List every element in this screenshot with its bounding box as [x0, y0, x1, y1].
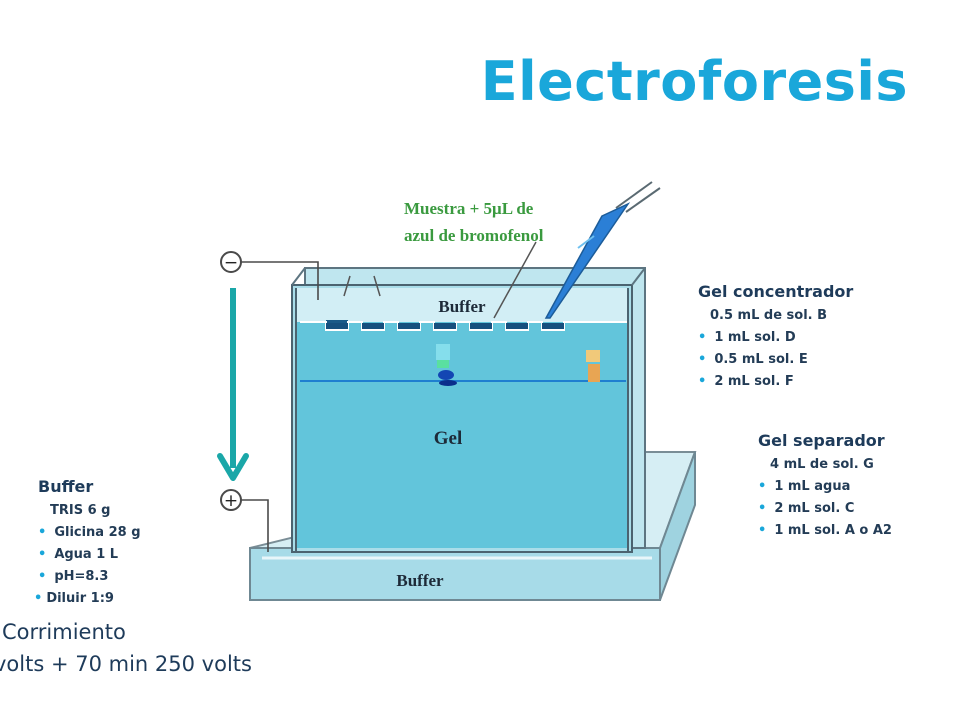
list-item: •2 mL sol. F	[698, 374, 794, 389]
bullet-icon: •	[38, 547, 47, 562]
list-item: •2 mL sol. C	[758, 501, 855, 516]
bullet-icon: •	[758, 479, 767, 494]
bullet-icon: •	[698, 374, 707, 389]
buffer-bottom-label: Buffer	[396, 571, 444, 590]
sample-bands	[436, 344, 600, 386]
bullet-icon: •	[38, 525, 47, 540]
sample-label-line1: Muestra + 5μL de	[404, 199, 534, 218]
gel-label: Gel	[434, 428, 463, 449]
list-item: 0.5 mL de sol. B	[710, 308, 828, 323]
buffer-recipe-list: TRIS 6 g •Glicina 28 g •Agua 1 L •pH=8.3…	[34, 500, 141, 610]
gel-concentrador-title: Gel concentrador	[698, 282, 854, 301]
page-title: Electroforesis	[480, 50, 908, 113]
bullet-icon: •	[758, 501, 767, 516]
pipette-icon	[544, 181, 661, 319]
negative-electrode-symbol: −	[224, 253, 238, 273]
gel-tank	[291, 267, 646, 553]
bullet-icon: •	[758, 523, 767, 538]
bullet-icon: •	[698, 352, 707, 367]
positive-electrode	[220, 489, 242, 511]
corrimiento-line1: Corrimiento	[2, 620, 126, 644]
sample-leader-line	[493, 241, 537, 319]
negative-electrode	[220, 251, 242, 273]
bullet-icon: •	[698, 330, 707, 345]
gel-body	[296, 322, 628, 548]
gel-separador-list: 4 mL de sol. G •1 mL agua •2 mL sol. C •…	[758, 454, 892, 542]
list-item: •pH=8.3	[38, 569, 109, 584]
buffer-recipe-block: Buffer TRIS 6 g •Glicina 28 g •Agua 1 L …	[34, 477, 141, 610]
positive-electrode-symbol: +	[224, 491, 238, 511]
sample-label-line2: azul de bromofenol	[404, 226, 544, 245]
list-item: •Glicina 28 g	[38, 525, 141, 540]
list-item: •1 mL sol. D	[698, 330, 796, 345]
bullet-icon: •	[34, 591, 43, 606]
list-item: 4 mL de sol. G	[770, 457, 874, 472]
bullet-icon: •	[38, 569, 47, 584]
list-item: •0.5 mL sol. E	[698, 352, 808, 367]
corrimiento-line2: volts + 70 min 250 volts	[0, 652, 252, 676]
gel-separador-block: Gel separador 4 mL de sol. G •1 mL agua …	[758, 431, 892, 542]
list-item: •1 mL sol. A o A2	[758, 523, 892, 538]
gel-concentrador-block: Gel concentrador 0.5 mL de sol. B •1 mL …	[698, 282, 853, 393]
migration-arrow-icon	[217, 288, 249, 481]
electrode-wires	[241, 261, 319, 552]
list-item: •Diluir 1:9	[34, 591, 114, 606]
list-item: •1 mL agua	[758, 479, 851, 494]
buffer-top-label: Buffer	[438, 297, 486, 316]
buffer-recipe-title: Buffer	[38, 477, 94, 496]
list-item: •Agua 1 L	[38, 547, 119, 562]
gel-concentrador-list: 0.5 mL de sol. B •1 mL sol. D •0.5 mL so…	[698, 305, 853, 393]
list-item: TRIS 6 g	[50, 503, 111, 518]
gel-separador-title: Gel separador	[758, 431, 885, 450]
